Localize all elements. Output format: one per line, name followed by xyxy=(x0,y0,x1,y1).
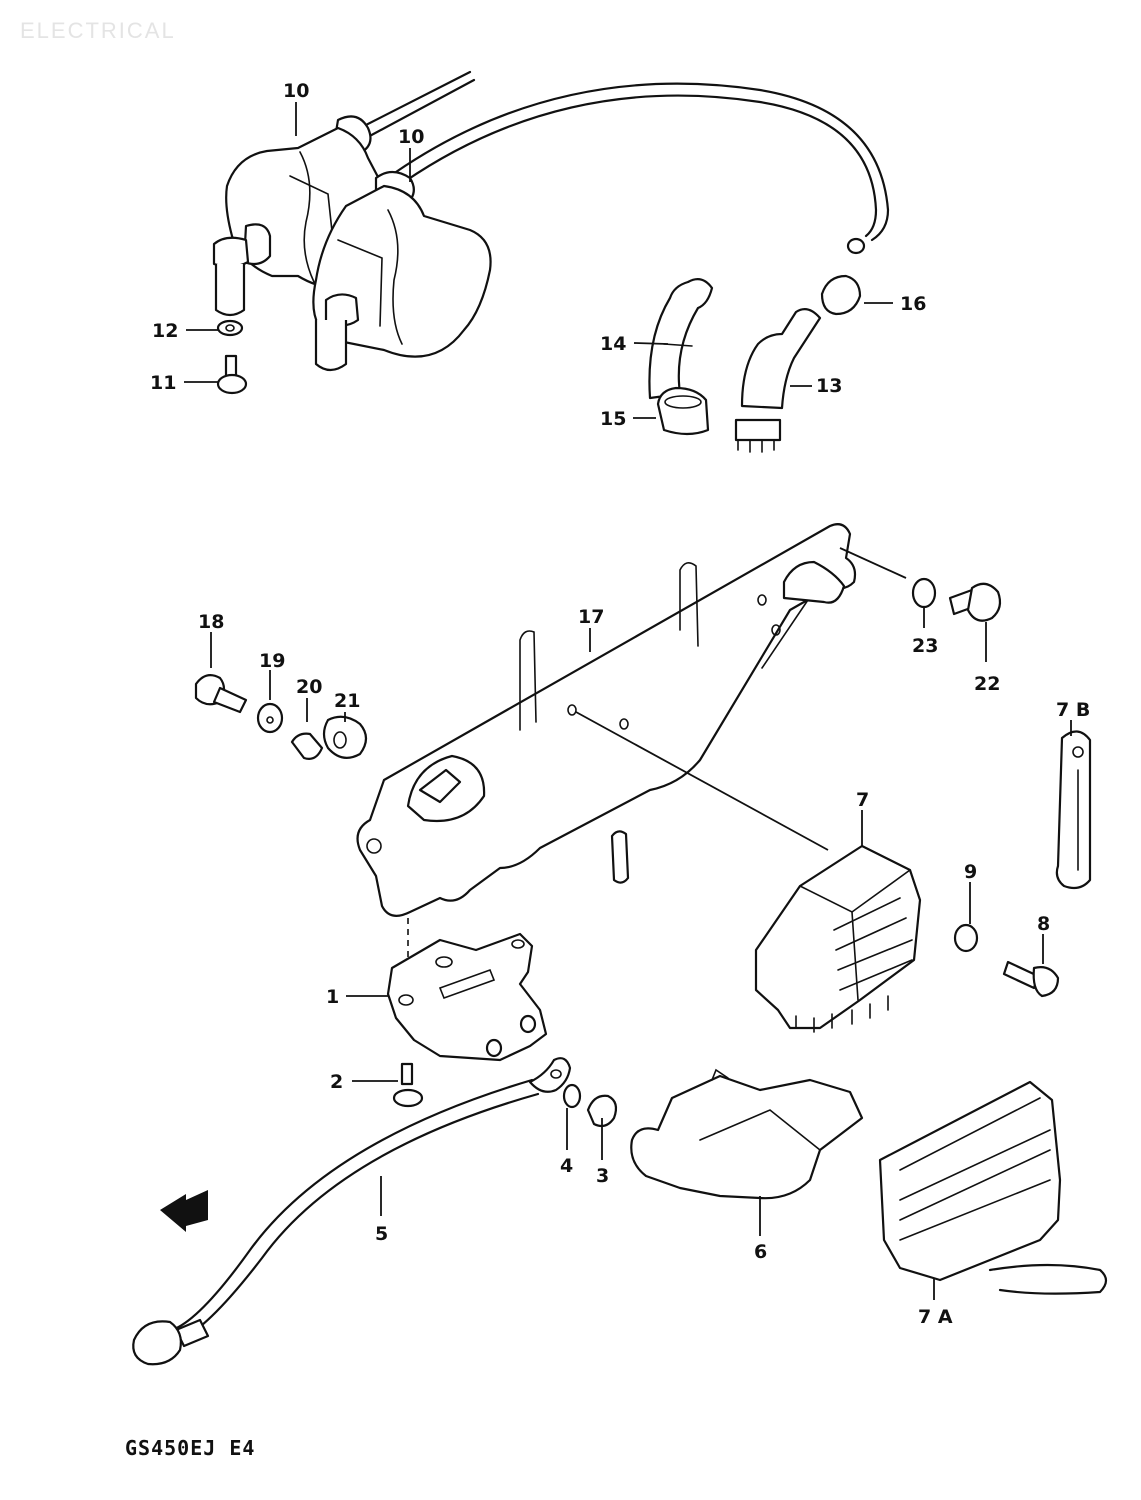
page-title: ELECTRICAL xyxy=(20,18,176,43)
callout-11: 11 xyxy=(150,372,176,394)
callout-5: 5 xyxy=(375,1223,388,1245)
callout-6: 6 xyxy=(754,1241,767,1263)
screw-2[interactable] xyxy=(392,1062,424,1108)
callout-16: 16 xyxy=(900,293,926,315)
callout-14: 14 xyxy=(600,333,626,355)
fwd-arrow-icon xyxy=(160,1190,208,1232)
callout-7: 7 xyxy=(856,789,869,811)
spark-plug-cap-13[interactable] xyxy=(734,307,822,453)
bolt-22[interactable] xyxy=(948,582,1002,622)
callout-23: 23 xyxy=(912,635,938,657)
callout-22: 22 xyxy=(974,673,1000,695)
regulator-rectifier-7[interactable] xyxy=(754,844,922,1033)
regulator-rectifier-7a[interactable] xyxy=(878,1080,1108,1295)
callout-2: 2 xyxy=(330,1071,343,1093)
callout-9: 9 xyxy=(964,861,977,883)
spark-plug-cap-14[interactable] xyxy=(648,277,714,400)
callout-7a: 7 A xyxy=(918,1306,953,1328)
bolt-8[interactable] xyxy=(1002,960,1060,998)
callout-17: 17 xyxy=(578,606,604,628)
callout-1: 1 xyxy=(326,986,339,1008)
callout-18: 18 xyxy=(198,611,224,633)
model-code: GS450EJ E4 xyxy=(125,1436,256,1460)
cord-end-seal-16[interactable] xyxy=(820,237,866,316)
callout-12: 12 xyxy=(152,320,178,342)
callout-13: 13 xyxy=(816,375,842,397)
regulator-bracket-7b[interactable] xyxy=(1055,730,1092,890)
callout-7b: 7 B xyxy=(1056,699,1090,721)
mounting-bracket-17[interactable] xyxy=(356,523,857,917)
screw-11[interactable] xyxy=(216,354,248,395)
callout-8: 8 xyxy=(1037,913,1050,935)
ignition-coil-front[interactable] xyxy=(312,82,890,372)
callout-10-front: 10 xyxy=(398,126,424,148)
lock-washer-4[interactable] xyxy=(562,1083,582,1109)
washer-23[interactable] xyxy=(911,577,937,609)
cushion-21[interactable] xyxy=(322,715,368,759)
callout-4: 4 xyxy=(560,1155,573,1177)
callout-15: 15 xyxy=(600,408,626,430)
callout-3: 3 xyxy=(596,1165,609,1187)
bolt-18[interactable] xyxy=(194,673,248,714)
ground-lead-wire-5[interactable] xyxy=(132,1057,572,1366)
cap-seal-15[interactable] xyxy=(656,386,710,436)
callout-10-rear: 10 xyxy=(283,80,309,102)
washer-12[interactable] xyxy=(216,319,244,337)
connector-cover-6[interactable] xyxy=(630,1068,864,1200)
starter-relay-1[interactable] xyxy=(386,932,548,1062)
washer-9[interactable] xyxy=(953,923,979,953)
washer-19[interactable] xyxy=(256,702,284,734)
callout-21: 21 xyxy=(334,690,360,712)
spacer-20[interactable] xyxy=(290,732,324,760)
callout-20: 20 xyxy=(296,676,322,698)
callout-19: 19 xyxy=(259,650,285,672)
